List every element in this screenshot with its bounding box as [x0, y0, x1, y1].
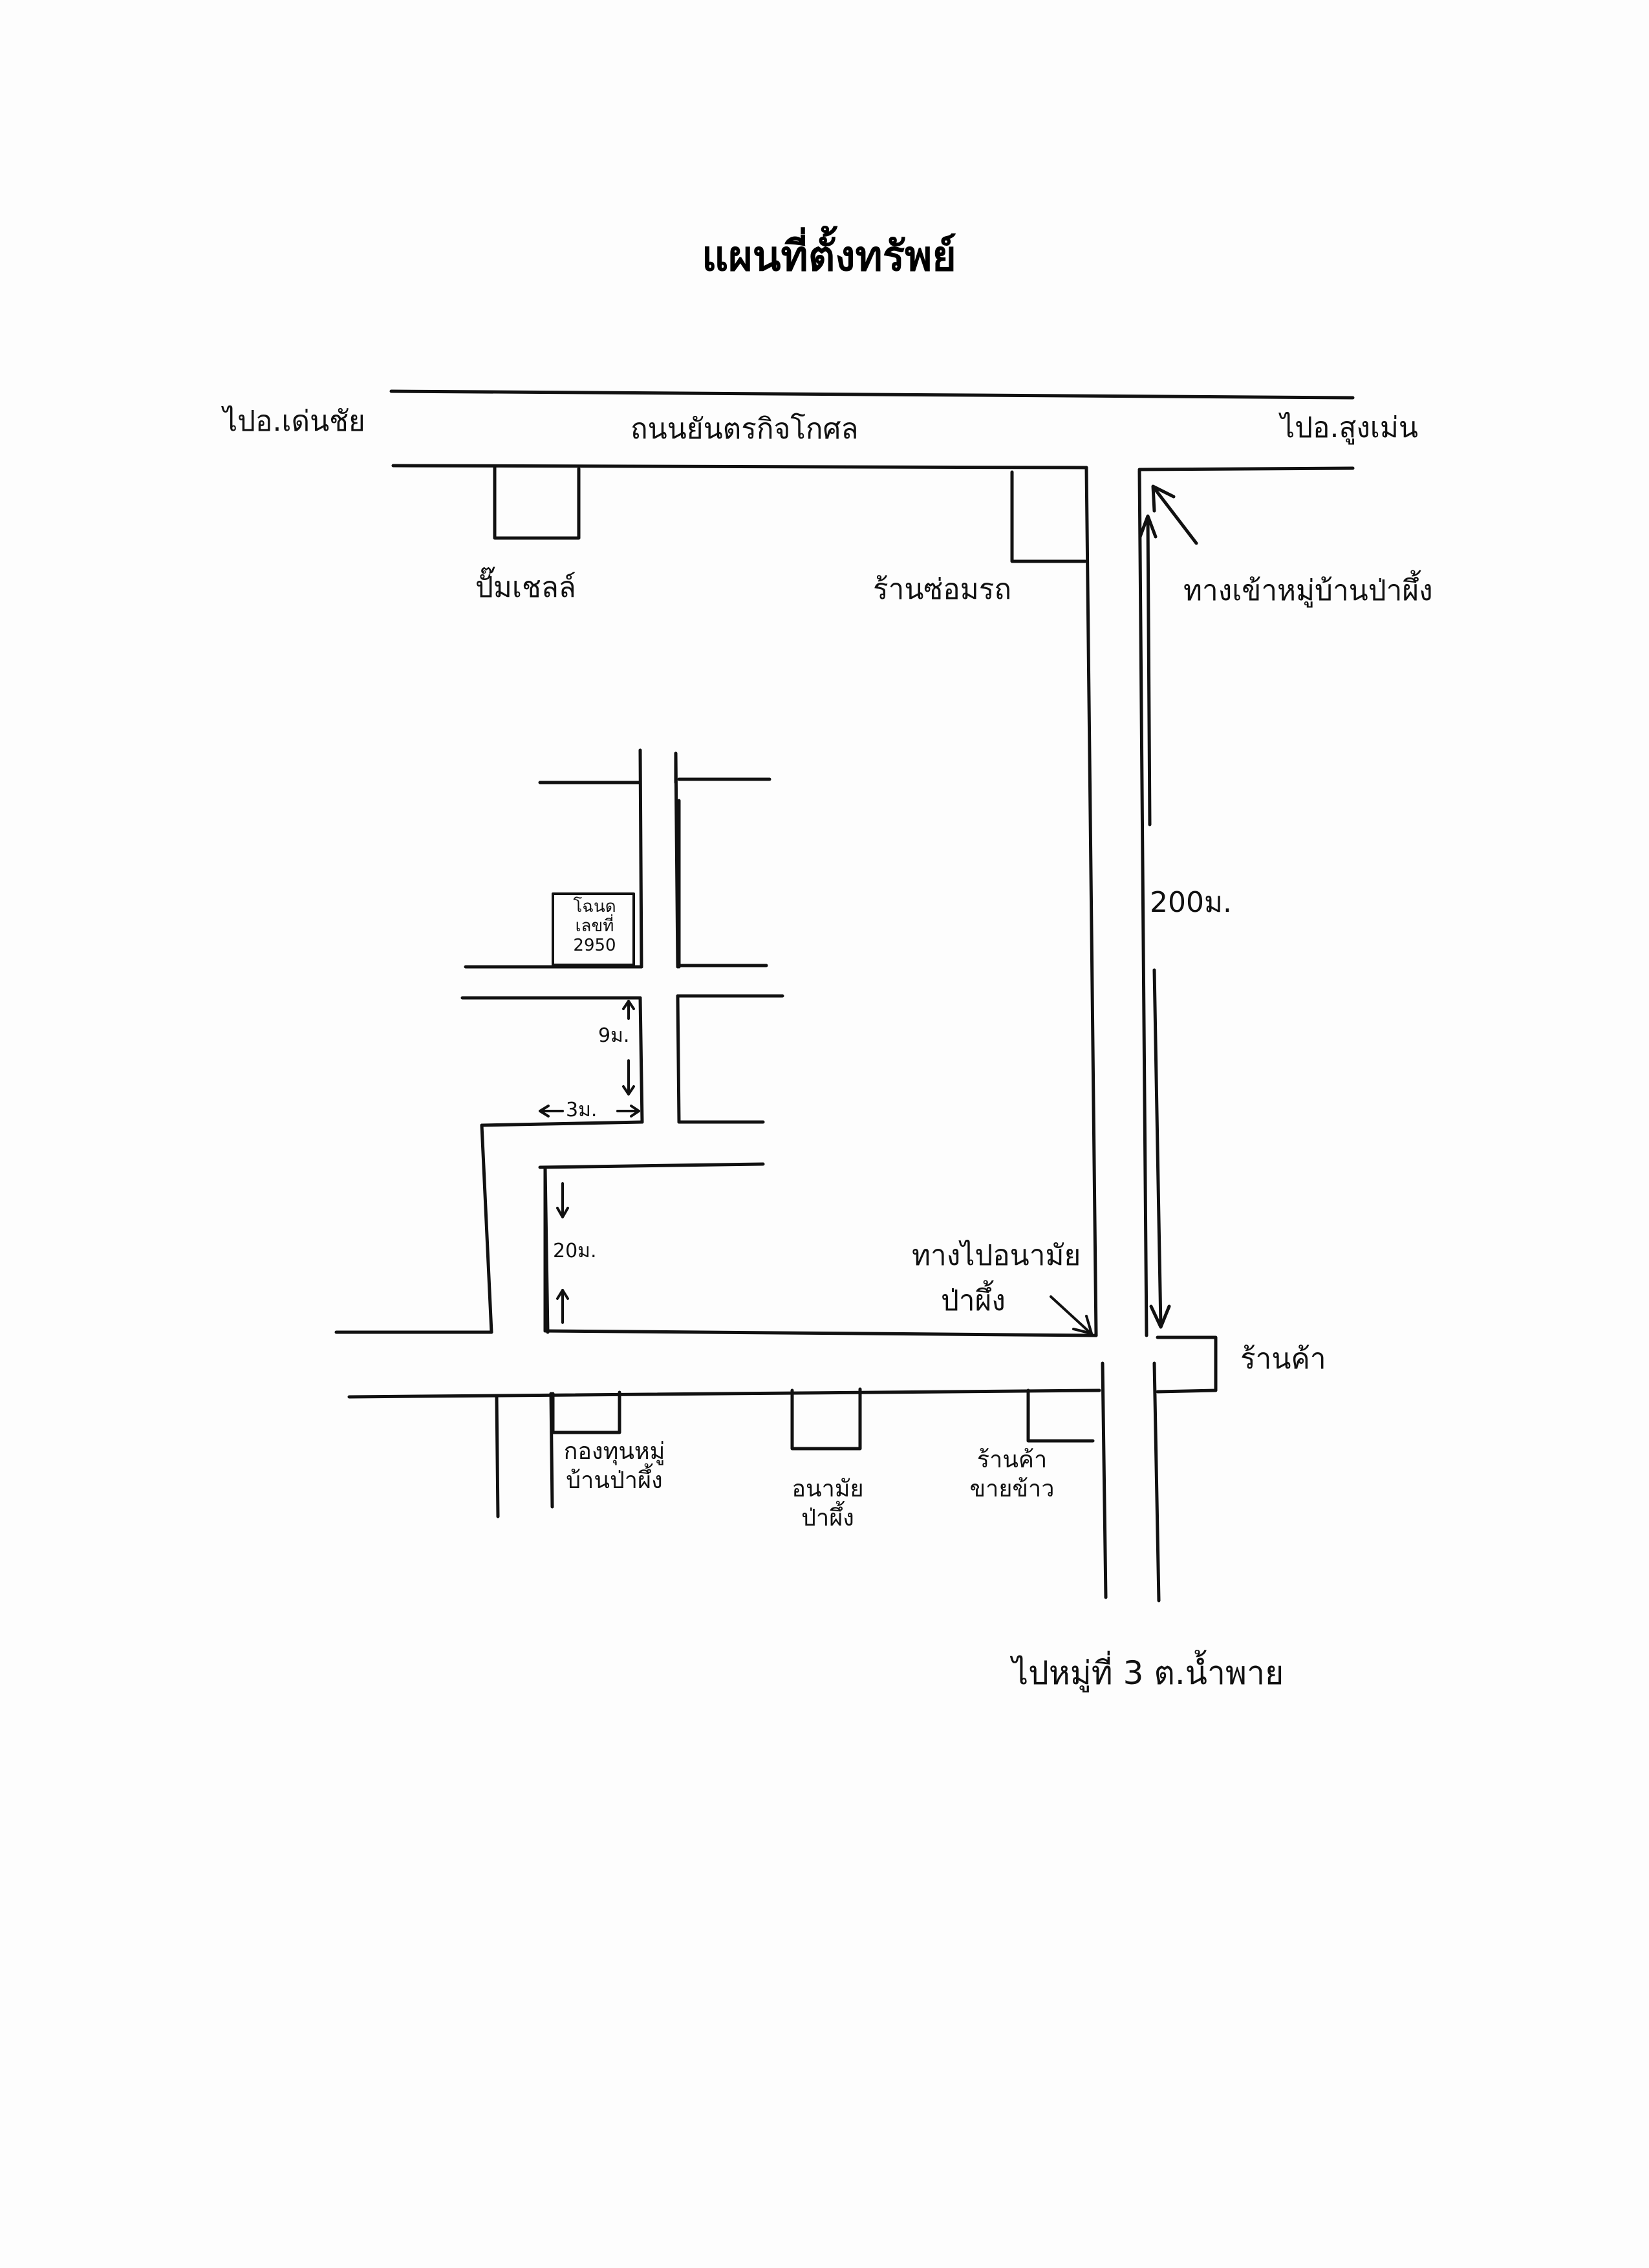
soi-h3-left — [480, 1120, 644, 1127]
label-to-health-line1: ทางไปอนามัย — [912, 1239, 1081, 1272]
lower-road-bottom-edge — [347, 1388, 1101, 1399]
label-health-line2: ป่าผึ้ง — [801, 1505, 854, 1531]
label-village-entrance: ทางเข้าหมู่บ้านป่าผึ้ง — [1183, 574, 1433, 607]
label-shop: ร้านค้า — [1240, 1343, 1326, 1376]
health-pointer-line — [1050, 1295, 1091, 1334]
label-fund-line1: กองทุนหมู่ — [563, 1438, 665, 1465]
label-deed: โฉนด เลขที่ 2950 — [557, 897, 632, 956]
health-box — [790, 1387, 862, 1451]
repair-shop-box — [1010, 470, 1087, 563]
label-dim-3m: 3ม. — [566, 1099, 598, 1121]
label-to-den-chai: ไปอ.เด่นชัย — [223, 405, 365, 438]
map-title: แผนที่ตั้งทรัพย์ — [702, 233, 956, 281]
label-fund: กองทุนหมู่ บ้านป่าผึ้ง — [553, 1437, 676, 1495]
distance-arrow-head-bottom — [1149, 1304, 1171, 1329]
soi-v4 — [543, 1165, 550, 1334]
label-to-health-line2: ป่าผึ้ง — [941, 1284, 1006, 1317]
village-road-right-edge-upper — [1137, 469, 1148, 1337]
shop-box — [1156, 1335, 1218, 1394]
label-road-name: ถนนยันตรกิจโกศล — [630, 413, 859, 446]
label-deed-line1: โฉนด — [573, 897, 616, 916]
label-deed-line2: เลขที่ — [575, 916, 614, 936]
label-distance-200m: 200ม. — [1150, 886, 1232, 919]
rice-shop-box — [1026, 1388, 1095, 1443]
label-rice-line1: ร้านค้า — [976, 1447, 1048, 1473]
village-road-right-edge-lower — [1152, 1361, 1161, 1603]
entrance-pointer-line — [1152, 486, 1198, 545]
entrance-pointer-head — [1151, 484, 1176, 513]
label-repair-shop: ร้านซ่อมรถ — [873, 573, 1011, 606]
shell-pump-box — [493, 466, 581, 540]
label-fund-line2: บ้านป่าผึ้ง — [566, 1467, 663, 1494]
village-road-left-edge — [1084, 466, 1098, 1337]
label-rice-shop: ร้านค้า ขายข้าว — [964, 1445, 1061, 1504]
village-road-left-edge-lower — [1101, 1361, 1108, 1599]
lower-road-top-edge-right — [543, 1329, 1098, 1337]
soi-v3-left — [638, 996, 644, 1124]
property-plot — [552, 892, 635, 966]
soi-h4 — [538, 1162, 765, 1169]
label-health: อนามัย ป่าผึ้ง — [773, 1474, 883, 1533]
main-road-bottom-edge-left — [391, 464, 1088, 470]
label-health-line1: อนามัย — [792, 1476, 864, 1502]
label-shell-pump: ปั๊มเชลล์ — [475, 571, 576, 604]
main-road-top-edge — [389, 389, 1355, 400]
distance-arrow-line-lower — [1152, 968, 1163, 1328]
label-to-moo3: ไปหมู่ที่ 3 ต.น้ำพาย — [1012, 1654, 1284, 1692]
distance-arrow-head-top — [1138, 514, 1158, 539]
label-to-sung-men: ไปอ.สูงเม่น — [1280, 411, 1418, 444]
soi-v1-left — [638, 748, 643, 969]
soi-v3-right — [676, 994, 681, 1124]
label-deed-number: 2950 — [573, 935, 616, 955]
distance-arrow-line-upper — [1146, 515, 1152, 826]
left-road-edge-lower-left — [495, 1395, 500, 1518]
left-road-edge-upper-left — [480, 1123, 493, 1334]
left-road-edge-lower-right — [549, 1392, 554, 1509]
fund-box — [551, 1390, 621, 1434]
label-dim-9m: 9ม. — [598, 1024, 630, 1047]
label-rice-line2: ขายข้าว — [969, 1476, 1055, 1502]
label-dim-20m: 20ม. — [553, 1240, 597, 1262]
main-road-bottom-edge-right — [1137, 466, 1355, 471]
